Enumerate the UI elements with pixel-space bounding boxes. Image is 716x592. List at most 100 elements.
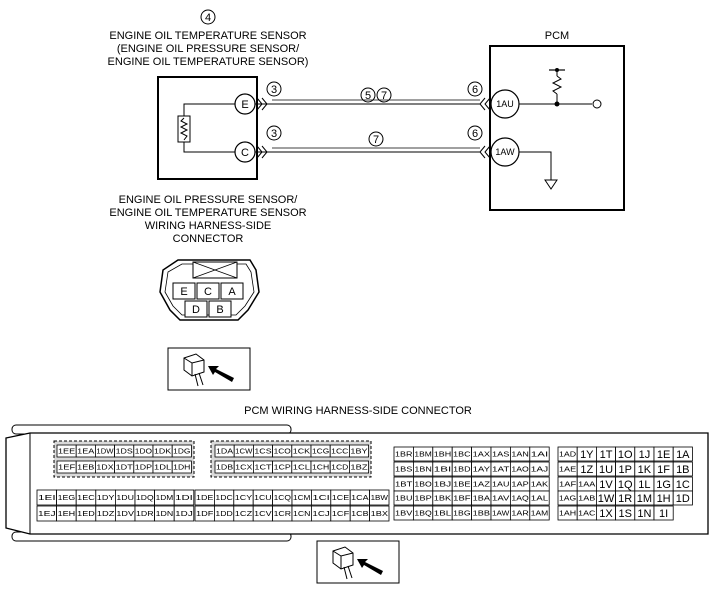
wire-bottom-right-callout-circle bbox=[467, 125, 483, 141]
pin-1y: 1Y bbox=[580, 449, 594, 461]
pin-1ci: 1CI bbox=[312, 493, 329, 502]
pin-1br: 1BR bbox=[395, 450, 413, 459]
pin-cell-1bz bbox=[348, 460, 369, 474]
pin-1h: 1H bbox=[657, 493, 671, 505]
pin-1ab: 1AB bbox=[578, 494, 595, 503]
connector-symbol-top-right bbox=[479, 97, 491, 111]
pin-1do: 1DO bbox=[135, 447, 152, 456]
pin-1z: 1Z bbox=[580, 464, 593, 476]
wire-top-right-callout-circle bbox=[467, 81, 483, 97]
pin-1bc: 1BC bbox=[453, 450, 471, 459]
pin-1ee: 1EE bbox=[58, 447, 75, 456]
pin-1cm: 1CM bbox=[293, 493, 310, 502]
pin-cell-1b bbox=[672, 461, 693, 477]
sensor-title-line-1: ENGINE OIL TEMPERATURE SENSOR bbox=[109, 30, 306, 42]
sensor-pin-c: C bbox=[204, 286, 212, 298]
pin-1cx: 1CX bbox=[235, 463, 252, 472]
pin-1al: 1AL bbox=[531, 494, 548, 503]
pin-cell-1dh bbox=[171, 460, 192, 474]
sensor-pin-e: E bbox=[180, 286, 187, 298]
pin-1ec: 1EC bbox=[77, 493, 95, 502]
pin-1dc: 1DC bbox=[215, 493, 233, 502]
wire-top-left-callout-circle bbox=[266, 81, 282, 97]
pin-cell-1ai bbox=[529, 446, 550, 462]
pin-1dp: 1DP bbox=[135, 463, 152, 472]
pin-1cc: 1CC bbox=[331, 447, 349, 456]
sensor-pin-a-cell bbox=[220, 282, 244, 300]
pin-1eh: 1EH bbox=[58, 509, 76, 518]
pin-1j: 1J bbox=[639, 449, 651, 461]
pin-1bo: 1BO bbox=[414, 480, 432, 489]
pin-1i: 1I bbox=[659, 508, 668, 520]
pin-1ea: 1EA bbox=[77, 447, 94, 456]
sensor-connector-title-line-2: ENGINE OIL TEMPERATURE SENSOR bbox=[109, 207, 306, 219]
pin-1ac: 1AC bbox=[578, 509, 596, 518]
pin-1dg: 1DG bbox=[173, 447, 190, 456]
wire-bottom-left-callout-circle bbox=[266, 125, 282, 141]
pin-1bs: 1BS bbox=[395, 465, 412, 474]
pin-1bf: 1BF bbox=[453, 494, 471, 503]
sensor-body bbox=[157, 76, 258, 180]
pin-cell-1di bbox=[173, 489, 195, 506]
sensor-connector-group: ENGINE OIL PRESSURE SENSOR/ ENGINE OIL T… bbox=[109, 194, 307, 391]
pin-1dx: 1DX bbox=[96, 463, 113, 472]
wire-bottom-mid-callout: 7 bbox=[373, 134, 379, 146]
pin-1bg: 1BG bbox=[453, 509, 471, 518]
pin-1w: 1W bbox=[598, 493, 615, 505]
wire-top-mid-callout-1-circle bbox=[360, 87, 376, 103]
pin-1bx: 1BX bbox=[371, 509, 388, 518]
pin-1aw: 1AW bbox=[492, 509, 510, 518]
pin-1bj: 1BJ bbox=[434, 480, 452, 489]
pin-1p: 1P bbox=[618, 464, 631, 476]
pin-1cy: 1CY bbox=[235, 493, 252, 502]
pin-1c: 1C bbox=[676, 479, 690, 491]
wire-bottom-left-callout: 3 bbox=[271, 128, 277, 140]
pin-1bp: 1BP bbox=[414, 494, 431, 503]
sensor-internal-wire-bottom bbox=[183, 142, 236, 153]
pin-1aq: 1AQ bbox=[511, 494, 529, 503]
pin-1ad: 1AD bbox=[559, 450, 577, 459]
pin-1be: 1BE bbox=[453, 480, 470, 489]
sensor-title-line-3: ENGINE OIL TEMPERATURE SENSOR) bbox=[108, 56, 309, 68]
pin-cell-1by bbox=[348, 444, 369, 458]
pin-cell-1bx bbox=[369, 505, 390, 522]
sensor-connector-title-line-4: CONNECTOR bbox=[173, 233, 244, 245]
pin-1cj: 1CJ bbox=[312, 509, 330, 518]
wire-top-left-callout: 3 bbox=[271, 84, 277, 96]
pin-1by: 1BY bbox=[350, 447, 367, 456]
pin-1bh: 1BH bbox=[434, 450, 451, 459]
sensor-title-line-2: (ENGINE OIL PRESSURE SENSOR/ bbox=[117, 43, 300, 55]
pin-1k: 1K bbox=[638, 464, 652, 476]
pin-1ay: 1AY bbox=[473, 465, 490, 474]
pin-1at: 1AT bbox=[492, 465, 510, 474]
pin-1q: 1Q bbox=[618, 479, 633, 491]
pin-1dq: 1DQ bbox=[136, 493, 154, 502]
pin-1eg: 1EG bbox=[58, 493, 76, 502]
supply-dot bbox=[555, 68, 559, 72]
pin-1cw: 1CW bbox=[235, 447, 253, 456]
pin-cell-1am bbox=[529, 505, 550, 521]
pin-1ch: 1CH bbox=[312, 463, 329, 472]
pin-1an: 1AN bbox=[511, 450, 528, 459]
pin-cell-1al bbox=[529, 490, 550, 506]
pin-1am: 1AM bbox=[531, 509, 548, 518]
pin-1s: 1S bbox=[618, 508, 631, 520]
thermistor-zigzag bbox=[179, 117, 189, 141]
wire-top-right-callout: 6 bbox=[472, 84, 478, 96]
pin-1bw: 1BW bbox=[371, 493, 389, 502]
pin-1dj: 1DJ bbox=[175, 509, 193, 518]
pin-1n: 1N bbox=[637, 508, 651, 520]
pin-1ej: 1EJ bbox=[38, 509, 56, 518]
pcm-body bbox=[489, 45, 625, 211]
connector-symbol-top-left bbox=[256, 97, 268, 111]
pin-1bd: 1BD bbox=[453, 465, 471, 474]
pin-1bn: 1BN bbox=[414, 465, 431, 474]
pin-1af: 1AF bbox=[559, 480, 577, 489]
pin-1au: 1AU bbox=[492, 480, 509, 489]
pin-1ae: 1AE bbox=[559, 465, 576, 474]
pin-cell-1a bbox=[672, 446, 693, 462]
pin-1ar: 1AR bbox=[511, 509, 529, 518]
pin-1dy: 1DY bbox=[97, 493, 115, 502]
pin-1r: 1R bbox=[618, 493, 632, 505]
